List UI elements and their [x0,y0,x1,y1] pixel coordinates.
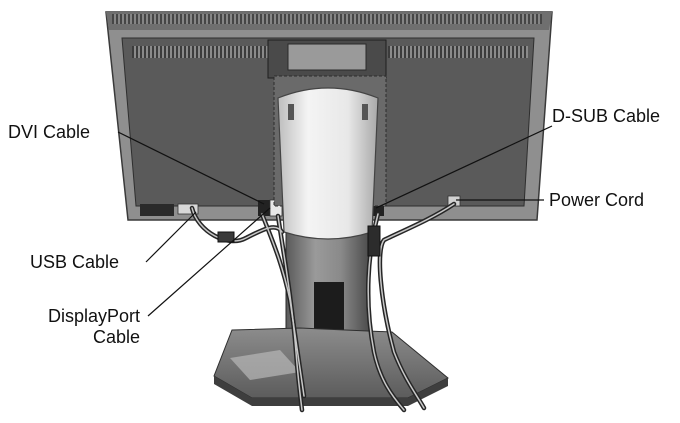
leader-displayport [147,207,271,317]
leader-dvi [117,131,265,205]
leader-dsub [375,125,553,209]
label-displayport-cable: DisplayPort Cable [20,306,140,348]
stand-base [213,327,449,406]
cables [189,201,457,413]
leader-lines [117,125,553,317]
leader-usb [145,211,197,263]
label-displayport-line1: DisplayPort [47,306,140,326]
label-displayport-line2: Cable [92,327,140,347]
label-dsub-cable: D-SUB Cable [552,106,661,126]
label-dvi-cable: DVI Cable [8,122,91,142]
cable-cover [277,87,379,240]
label-usb-cable: USB Cable [30,252,120,272]
label-power-cord: Power Cord [549,190,645,210]
